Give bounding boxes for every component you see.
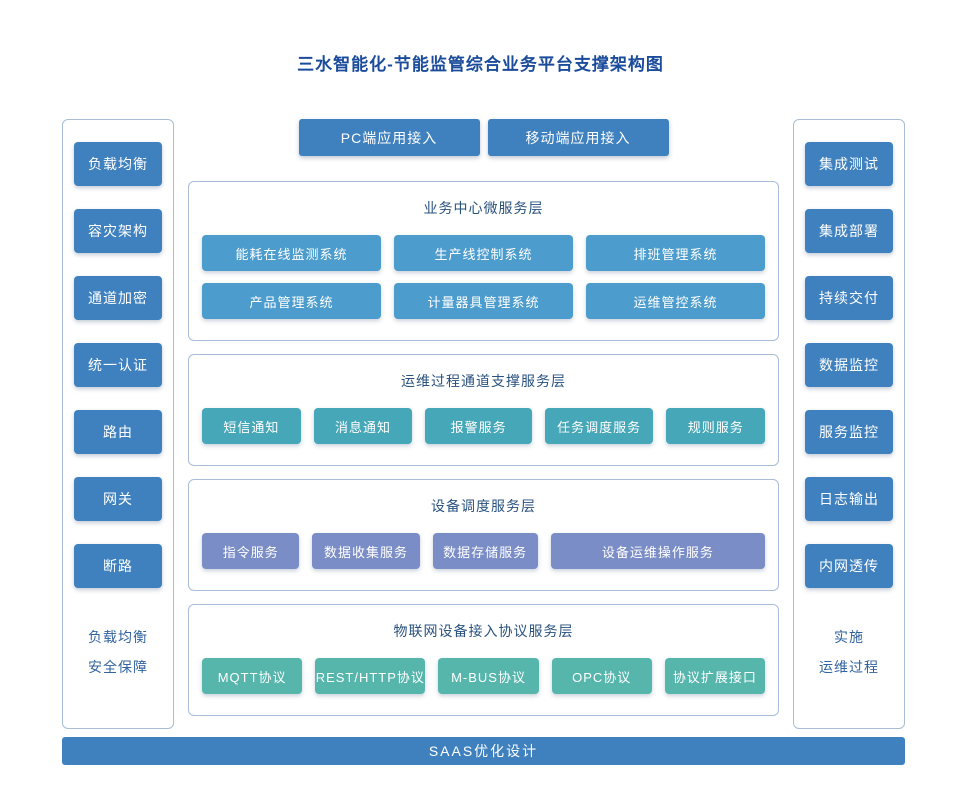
layer-iot-protocol-services: 物联网设备接入协议服务层 MQTT协议 REST/HTTP协议 M-BUS协议 … — [188, 604, 779, 716]
node-data-monitoring: 数据监控 — [805, 343, 893, 387]
node-service-monitoring: 服务监控 — [805, 410, 893, 454]
right-panel: 集成测试 集成部署 持续交付 数据监控 服务监控 日志输出 内网透传 实施 运维… — [793, 119, 905, 729]
layer-business-row1: 能耗在线监测系统 生产线控制系统 排班管理系统 — [202, 235, 765, 271]
node-sms-notification: 短信通知 — [202, 408, 301, 444]
node-intranet-tunneling: 内网透传 — [805, 544, 893, 588]
layer-business-title: 业务中心微服务层 — [423, 200, 544, 216]
node-rule-service: 规则服务 — [666, 408, 766, 444]
layer-business-microservices: 业务中心微服务层 能耗在线监测系统 生产线控制系统 排班管理系统 产品管理系统 … — [188, 181, 779, 341]
node-disaster-recovery: 容灾架构 — [74, 209, 162, 253]
node-task-scheduling-service: 任务调度服务 — [544, 408, 654, 444]
node-data-storage-service: 数据存储服务 — [432, 533, 538, 569]
node-pc-app-access: PC端应用接入 — [298, 119, 480, 156]
node-command-service: 指令服务 — [202, 533, 300, 569]
layer-device-dispatch-services: 设备调度服务层 指令服务 数据收集服务 数据存储服务 设备运维操作服务 — [188, 479, 779, 591]
node-saas-optimization: SAAS优化设计 — [62, 737, 905, 765]
node-alarm-service: 报警服务 — [425, 408, 532, 444]
node-protocol-extension-interface: 协议扩展接口 — [664, 658, 766, 694]
node-circuit-breaker: 断路 — [74, 544, 162, 588]
node-shift-management-system: 排班管理系统 — [586, 235, 765, 271]
node-unified-auth: 统一认证 — [74, 343, 162, 387]
node-rest-http-protocol: REST/HTTP协议 — [315, 658, 426, 694]
layer-channel-row: 短信通知 消息通知 报警服务 任务调度服务 规则服务 — [202, 408, 766, 444]
node-ops-control-system: 运维管控系统 — [586, 283, 765, 319]
left-panel-footer-line2: 安全保障 — [88, 659, 148, 675]
layer-dispatch-row: 指令服务 数据收集服务 数据存储服务 设备运维操作服务 — [202, 533, 765, 569]
node-log-output: 日志输出 — [805, 477, 893, 521]
node-load-balancing: 负载均衡 — [74, 142, 162, 186]
layer-channel-support-services: 运维过程通道支撑服务层 短信通知 消息通知 报警服务 任务调度服务 规则服务 — [188, 354, 779, 466]
node-mqtt-protocol: MQTT协议 — [202, 658, 303, 694]
node-integration-deployment: 集成部署 — [805, 209, 893, 253]
layer-channel-title: 运维过程通道支撑服务层 — [401, 373, 566, 389]
left-panel: 负载均衡 容灾架构 通道加密 统一认证 路由 网关 断路 负载均衡 安全保障 — [62, 119, 174, 729]
node-m-bus-protocol: M-BUS协议 — [438, 658, 539, 694]
page-title: 三水智能化-节能监管综合业务平台支撑架构图 — [297, 55, 664, 74]
node-integration-testing: 集成测试 — [805, 142, 893, 186]
layer-business-row2: 产品管理系统 计量器具管理系统 运维管控系统 — [202, 283, 765, 319]
node-message-notification: 消息通知 — [313, 408, 413, 444]
node-product-management-system: 产品管理系统 — [202, 283, 381, 319]
application-access-row: PC端应用接入 移动端应用接入 — [188, 119, 779, 156]
left-panel-footer: 负载均衡 安全保障 — [88, 622, 148, 682]
layer-iot-row: MQTT协议 REST/HTTP协议 M-BUS协议 OPC协议 协议扩展接口 — [202, 658, 766, 694]
right-panel-footer-line1: 实施 — [834, 629, 864, 645]
node-metering-device-management-system: 计量器具管理系统 — [394, 283, 573, 319]
node-data-collection-service: 数据收集服务 — [312, 533, 420, 569]
layer-dispatch-title: 设备调度服务层 — [431, 498, 536, 514]
right-panel-footer: 实施 运维过程 — [819, 622, 879, 682]
right-panel-footer-line2: 运维过程 — [819, 659, 879, 675]
node-mobile-app-access: 移动端应用接入 — [487, 119, 669, 156]
node-energy-monitoring-system: 能耗在线监测系统 — [202, 235, 381, 271]
layer-iot-title: 物联网设备接入协议服务层 — [393, 623, 574, 639]
node-channel-encryption: 通道加密 — [74, 276, 162, 320]
left-panel-footer-line1: 负载均衡 — [88, 629, 148, 645]
node-routing: 路由 — [74, 410, 162, 454]
node-continuous-delivery: 持续交付 — [805, 276, 893, 320]
node-device-ops-operation-service: 设备运维操作服务 — [550, 533, 765, 569]
node-opc-protocol: OPC协议 — [551, 658, 652, 694]
node-production-line-control-system: 生产线控制系统 — [394, 235, 573, 271]
center-column: PC端应用接入 移动端应用接入 业务中心微服务层 能耗在线监测系统 生产线控制系… — [188, 119, 779, 729]
node-gateway: 网关 — [74, 477, 162, 521]
diagram-body: 负载均衡 容灾架构 通道加密 统一认证 路由 网关 断路 负载均衡 安全保障 P… — [62, 119, 905, 729]
